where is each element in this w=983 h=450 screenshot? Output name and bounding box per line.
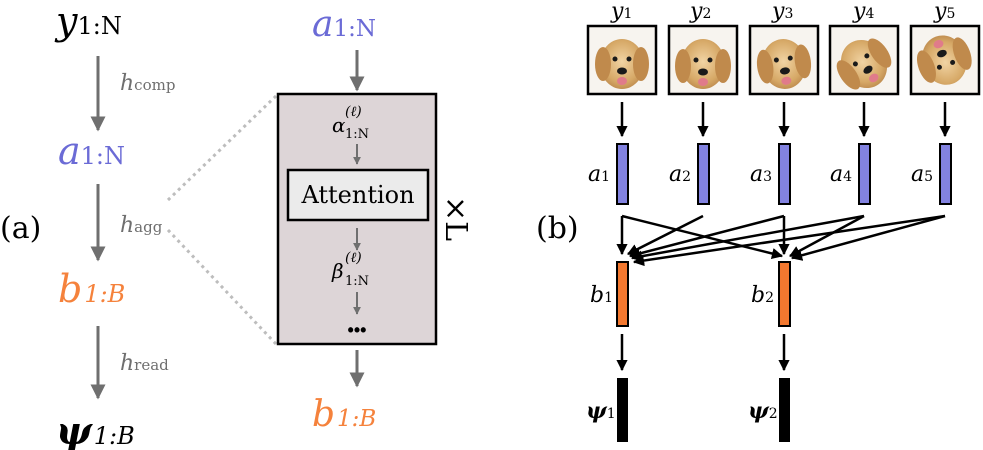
dog-image-2 [667, 24, 739, 96]
dog-image-3 [748, 24, 820, 96]
a4-bar [858, 143, 871, 205]
psi2-bar [779, 378, 790, 442]
b1-bar [616, 261, 629, 327]
zoom-line-bottom [166, 228, 278, 346]
a-1n-label: a1:N [58, 129, 125, 173]
h-comp-label: hcomp [120, 71, 175, 96]
beta-subscript: 1:N [345, 274, 369, 289]
psi1-bar [617, 378, 628, 442]
psi1-label: ψ1 [586, 398, 616, 424]
y4-label: y4 [852, 0, 874, 24]
arrow-a5-b1 [632, 214, 946, 267]
inset-input-label: a1:N [312, 4, 376, 45]
y3-label: y3 [771, 0, 793, 24]
b2-label: b2 [751, 283, 774, 308]
attention-box [286, 168, 430, 222]
y5-label: y5 [933, 0, 955, 24]
panel-b-label: (b) [536, 211, 579, 246]
a4-label: a4 [830, 162, 852, 187]
psi2-label: ψ2 [748, 398, 778, 424]
arrow-a4-b2 [789, 214, 865, 258]
y-1n-label: y1:N [54, 0, 122, 43]
beta-label: β [331, 259, 344, 283]
b2-bar [778, 261, 791, 327]
a2-label: a2 [669, 162, 691, 187]
arrow-a5-b2 [790, 214, 946, 261]
attention-label: Attention [300, 181, 414, 209]
arrow-a4-b1 [630, 214, 865, 262]
alpha-superscript: (ℓ) [345, 104, 362, 120]
panel-a-label: (a) [0, 211, 41, 246]
beta-superscript: (ℓ) [345, 250, 362, 266]
a3-label: a3 [750, 162, 772, 187]
a2-bar [697, 143, 710, 205]
dog-image-4 [828, 24, 900, 96]
psi-1b-label: ψ1:B [56, 408, 135, 450]
alpha-subscript: 1:N [345, 127, 369, 142]
a3-bar [778, 143, 791, 205]
inset-output-label: b1:B [312, 394, 376, 435]
a1-bar [616, 143, 629, 205]
a5-label: a5 [911, 162, 933, 187]
dog-image-1 [586, 24, 658, 96]
arrow-a2-b1 [626, 214, 704, 256]
ellipsis: ••• [348, 320, 367, 340]
arrow-a1-b2 [621, 214, 784, 260]
aggregation-arrows [616, 214, 946, 267]
dog-image-5 [909, 24, 981, 96]
a5-bar [939, 143, 952, 205]
h-read-label: hread [120, 351, 169, 376]
repeat-label: ×L [438, 196, 473, 241]
b-1b-label: b1:B [58, 267, 125, 311]
panel-a: (a) y1:N hcomp a1:N hagg b1:B hread ψ1:B [0, 0, 175, 450]
attention-inset: a1:N α (ℓ) 1:N Attention β (ℓ) 1:N ••• ×… [166, 4, 473, 435]
y2-label: y2 [689, 0, 711, 24]
arrow-a3-b1 [628, 214, 785, 259]
b1-label: b1 [590, 283, 613, 308]
a1-label: a1 [588, 162, 610, 187]
h-agg-label: hagg [120, 213, 163, 238]
zoom-line-top [166, 94, 278, 202]
alpha-label: α [332, 113, 346, 137]
panel-b: (b) y1 y2 y3 y4 y5 [536, 0, 981, 442]
y1-label: y1 [610, 0, 632, 24]
